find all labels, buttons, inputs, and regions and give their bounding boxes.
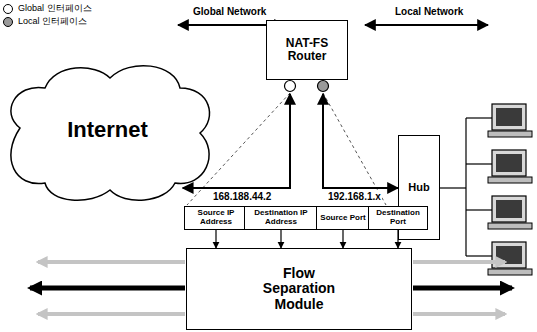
pc-icons [488, 104, 532, 275]
pc-icon [488, 104, 532, 137]
pc-icon [488, 196, 532, 229]
process-box: Flow Separation Module [186, 248, 412, 330]
legend-swatch-box [2, 3, 14, 15]
network-label: Local Network [394, 6, 464, 17]
lan-wiring [440, 118, 492, 256]
legend-swatch [4, 17, 13, 26]
pc-icon [488, 150, 532, 183]
process-box: Source IP Address [184, 206, 248, 230]
process-box: Destination Port [368, 206, 428, 230]
local-span-arrow [365, 24, 488, 26]
pc-icon [488, 242, 532, 275]
ip-address-label: 168.188.44.2 [212, 191, 272, 202]
node-text: Source IP Address [185, 209, 247, 227]
legend-text: Local 인터페이스 [18, 15, 87, 28]
legend-swatch [4, 4, 13, 13]
legend-row: Local 인터페이스 [2, 15, 92, 28]
legend: Global 인터페이스Local 인터페이스 [2, 2, 92, 28]
node-text: Destination IP Address [245, 209, 317, 227]
process-box: NAT-FS Router [266, 20, 348, 80]
process-box: Destination IP Address [244, 206, 318, 230]
node-text: Source Port [320, 214, 365, 223]
node-text: Destination Port [369, 209, 427, 227]
cloud-node: Internet [0, 58, 215, 203]
legend-text: Global 인터페이스 [18, 2, 92, 15]
connector [323, 94, 398, 188]
legend-swatch-box [2, 16, 14, 28]
connector [342, 230, 343, 248]
node-text: Hub [408, 181, 429, 193]
global-interface [285, 81, 296, 92]
legend-row: Global 인터페이스 [2, 2, 92, 15]
connector [280, 230, 281, 248]
process-box: Source Port [316, 206, 370, 230]
node-text: Flow Separation Module [252, 266, 347, 312]
network-label: Global Network [192, 6, 267, 17]
node-text: NAT-FS Router [267, 37, 347, 63]
node-text: Internet [67, 118, 148, 142]
local-interface [318, 81, 329, 92]
connector [215, 230, 216, 248]
ip-address-label: 192.168.1.x [327, 191, 382, 202]
